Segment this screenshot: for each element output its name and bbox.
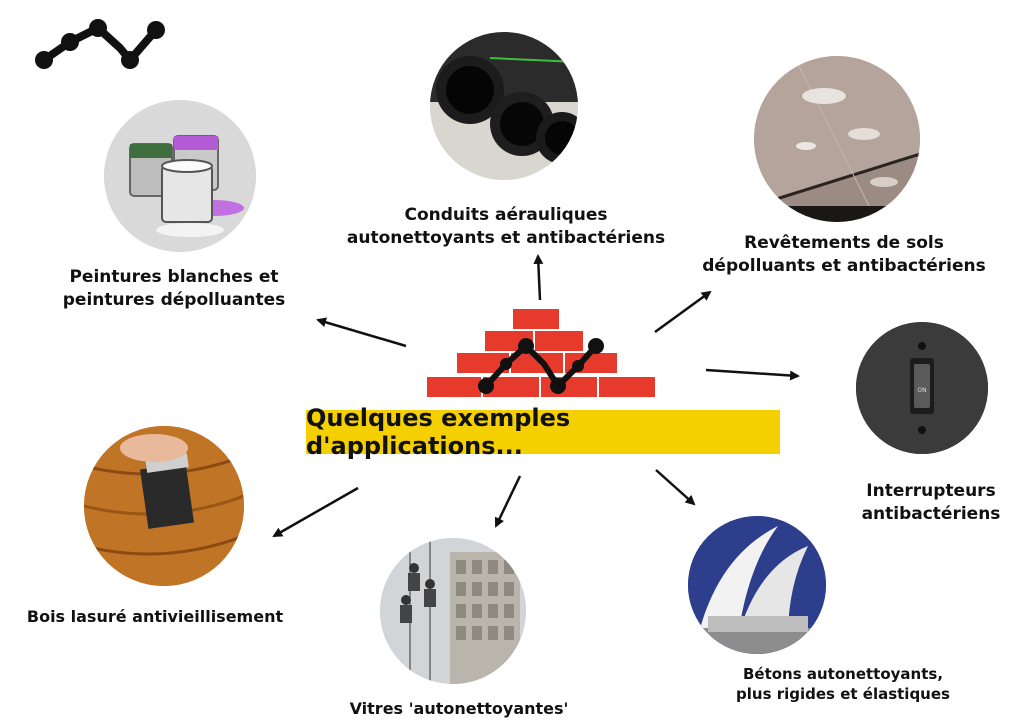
label-betons-line1: Bétons autonettoyants, — [742, 665, 944, 683]
light-switch-image: ON — [856, 322, 988, 454]
wood-brush-image — [84, 426, 244, 586]
brick-wall-icon — [425, 307, 657, 399]
arrow-betons — [655, 469, 696, 506]
label-vitres: Vitres 'autonettoyantes' — [326, 698, 592, 720]
label-conduits-line1: Conduits aérauliques — [404, 205, 608, 225]
label-betons: Bétons autonettoyants, plus rigides et é… — [716, 664, 970, 705]
paint-cans-image — [104, 100, 256, 252]
zigzag-logo-icon — [35, 19, 165, 69]
label-bois-line1: Bois lasuré antivieillisement — [26, 607, 284, 626]
switch-on-text: ON — [917, 387, 926, 394]
window-cleaners-icon — [380, 538, 526, 684]
label-peintures-line1: Peintures blanches et — [69, 267, 279, 287]
label-interrupteurs: Interrupteurs antibactériens — [846, 480, 1016, 526]
arrow-bois — [272, 486, 359, 538]
label-vitres-line1: Vitres 'autonettoyantes' — [349, 699, 569, 718]
window-cleaners-image — [380, 538, 526, 684]
label-sols: Revêtements de sols dépolluants et antib… — [680, 232, 1008, 278]
paint-cans-icon — [104, 100, 256, 252]
label-interrupteurs-line2: antibactériens — [861, 503, 1001, 524]
arrow-sols — [654, 290, 712, 334]
label-bois: Bois lasuré antivieillisement — [14, 606, 296, 628]
arrow-vitres — [494, 475, 522, 528]
arrow-interrupteurs — [705, 368, 800, 381]
center-banner: Quelques exemples d'applications... — [306, 404, 780, 460]
label-peintures: Peintures blanches et peintures dépollua… — [46, 266, 302, 312]
label-conduits: Conduits aérauliques autonettoyants et a… — [318, 204, 694, 250]
center-title: Quelques exemples d'applications... — [306, 404, 571, 460]
label-betons-line2: plus rigides et élastiques — [736, 685, 950, 704]
label-interrupteurs-line1: Interrupteurs — [866, 481, 996, 501]
label-sols-line1: Revêtements de sols — [744, 233, 944, 253]
label-sols-line2: dépolluants et antibactériens — [702, 255, 986, 276]
label-conduits-line2: autonettoyants et antibactériens — [346, 227, 666, 248]
arrow-peintures — [316, 317, 407, 348]
wood-brush-icon — [84, 426, 244, 586]
light-switch-icon: ON — [856, 322, 988, 454]
arrow-conduits — [533, 254, 544, 301]
label-peintures-line2: peintures dépolluantes — [62, 289, 286, 310]
